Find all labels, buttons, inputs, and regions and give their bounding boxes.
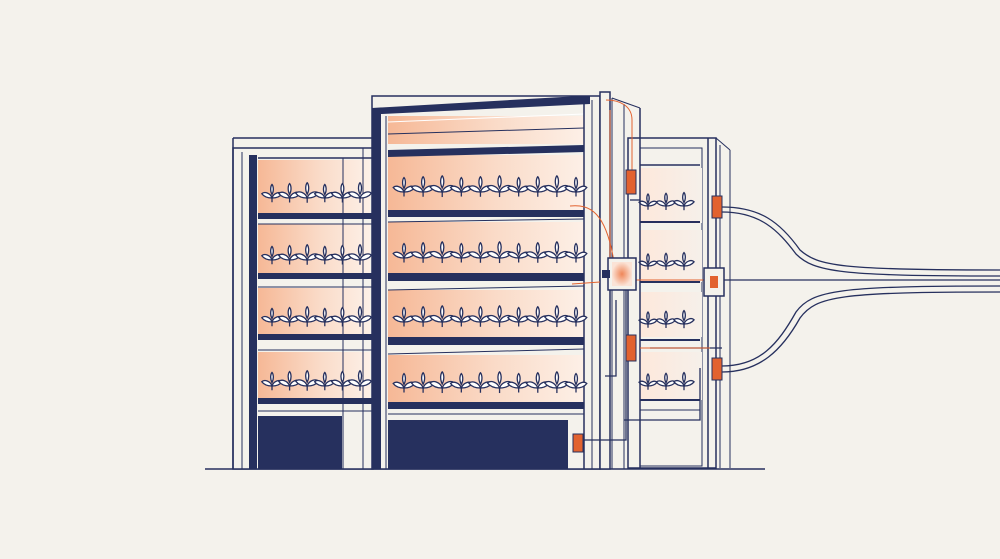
seedling-icon	[543, 304, 570, 328]
seedling-icon	[507, 176, 531, 197]
seedling-icon	[330, 370, 355, 391]
seedling-icon	[486, 240, 513, 264]
seedling-icon	[277, 370, 302, 391]
wire-bundle-icon	[584, 199, 1000, 441]
seedling-icon	[638, 193, 658, 210]
seedling-icon	[277, 182, 302, 203]
left-rack-plants	[260, 181, 373, 391]
sensor-box-icon	[602, 257, 637, 291]
seedling-icon	[468, 241, 493, 263]
seedling-icon	[673, 251, 695, 271]
center-rack	[371, 91, 641, 470]
seedling-icon	[673, 309, 695, 329]
seedling-icon	[673, 371, 695, 391]
seedling-icon	[564, 306, 588, 327]
seedling-icon	[486, 370, 513, 394]
seedling-icon	[277, 306, 302, 327]
connector-icon	[572, 169, 725, 453]
seedling-icon	[673, 191, 695, 211]
seedling-icon	[410, 371, 436, 393]
seedling-icon	[655, 310, 677, 328]
seedling-icon	[347, 243, 373, 265]
seedling-icon	[347, 369, 373, 391]
seedling-icon	[260, 245, 284, 265]
seedling-icon	[347, 181, 373, 203]
left-rack	[232, 137, 374, 470]
seedling-icon	[564, 242, 588, 263]
center-rack-plants	[392, 174, 588, 394]
seedling-icon	[313, 183, 336, 203]
seedling-icon	[449, 372, 473, 393]
seedling-icon	[564, 176, 588, 197]
right-rack	[627, 137, 731, 469]
seedling-icon	[564, 372, 588, 393]
seedling-icon	[347, 305, 373, 327]
right-rack-plants	[638, 191, 695, 391]
seedling-icon	[313, 307, 336, 327]
seedling-icon	[655, 372, 677, 390]
seedling-icon	[392, 372, 416, 393]
orange-wires	[569, 99, 710, 349]
seedling-icon	[294, 305, 320, 327]
